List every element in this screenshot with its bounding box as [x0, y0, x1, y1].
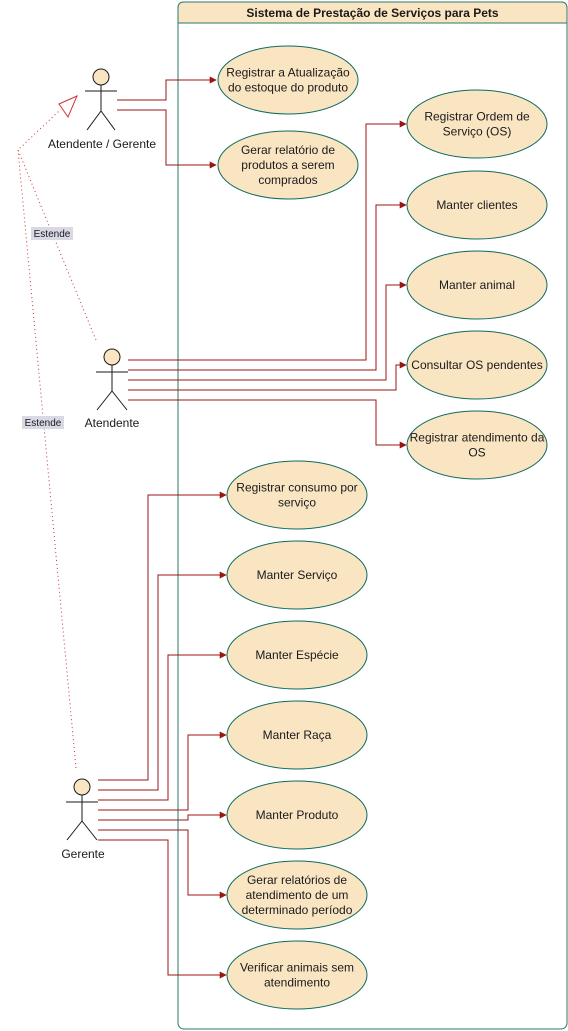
- use-case-consultar-os[interactable]: Consultar OS pendentes: [406, 330, 548, 400]
- use-case-ellipse: [226, 700, 368, 770]
- use-case-label: comprados: [258, 173, 317, 187]
- use-case-ellipse: [406, 330, 548, 400]
- use-case-label: atendimento: [264, 976, 330, 990]
- actor-head-icon: [73, 778, 91, 796]
- connectors: [98, 76, 407, 979]
- assoc-manter-animal: [128, 281, 407, 381]
- use-case-label: produtos a serem: [241, 158, 334, 172]
- use-case-label: Manter Produto: [256, 808, 339, 822]
- use-case-label: OS: [468, 446, 485, 460]
- generalization-triangle-icon: [58, 95, 78, 119]
- use-case-manter-especie[interactable]: Manter Espécie: [226, 620, 368, 690]
- use-case-label: Consultar OS pendentes: [411, 358, 542, 372]
- use-case-ellipse: [217, 130, 359, 200]
- use-case-label: do estoque do produto: [228, 81, 348, 95]
- actor-gerente[interactable]: [66, 778, 98, 841]
- use-case-label: Manter Espécie: [255, 648, 339, 662]
- actor-label-gerente: Gerente: [61, 847, 105, 861]
- use-case-label: serviço: [278, 496, 316, 510]
- assoc-registrar-estoque: [117, 76, 217, 101]
- use-case-manter-clientes[interactable]: Manter clientes: [406, 170, 548, 240]
- use-case-label: Registrar Ordem de: [424, 110, 530, 124]
- use-case-ellipse: [406, 89, 548, 159]
- assoc-registrar-consumo: [98, 491, 227, 781]
- actor-head-icon: [92, 68, 110, 86]
- assoc-gerar-relatorio-produtos: [117, 109, 217, 169]
- extend-line-gerente: [17, 149, 77, 769]
- assoc-manter-raca: [98, 731, 227, 811]
- extend-relations: Estende Estende: [17, 95, 97, 769]
- actor-label-atendente: Atendente: [85, 416, 140, 430]
- assoc-manter-produto: [98, 811, 227, 821]
- extend-label-bg-1: [31, 227, 73, 240]
- use-case-label: Registrar atendimento da: [410, 431, 545, 445]
- extend-label-2: Estende: [25, 418, 62, 429]
- use-case-label: Verificar animais sem: [240, 961, 354, 975]
- use-case-label: Serviço (OS): [443, 125, 512, 139]
- assoc-manter-especie: [98, 651, 227, 801]
- use-case-label: Manter clientes: [436, 198, 517, 212]
- use-case-ellipse: [226, 780, 368, 850]
- assoc-consultar-os: [128, 361, 407, 391]
- use-case-label: Manter Raça: [263, 728, 332, 742]
- use-case-label: Manter Serviço: [257, 568, 338, 582]
- actor-atendente[interactable]: [96, 348, 128, 411]
- use-case-label: Registrar consumo por: [236, 481, 357, 495]
- assoc-manter-clientes: [128, 201, 407, 371]
- actor-label-atendente-gerente: Atendente / Gerente: [48, 137, 156, 151]
- assoc-registrar-os: [128, 120, 407, 361]
- actor-head-icon: [103, 348, 121, 366]
- assoc-manter-servico: [98, 571, 227, 791]
- use-case-label: Gerar relatório de: [241, 143, 335, 157]
- use-case-label: Gerar relatórios de: [247, 873, 347, 887]
- use-case-ellipse: [406, 170, 548, 240]
- use-case-ellipse: [226, 460, 368, 530]
- actor-atendente-gerente[interactable]: [85, 68, 117, 131]
- assoc-registrar-atendimento-os: [128, 399, 407, 449]
- use-case-ellipse: [226, 860, 368, 930]
- extend-label-1: Estende: [34, 229, 71, 240]
- use-case-ellipse: [406, 250, 548, 320]
- system-title: Sistema de Prestação de Serviços para Pe…: [246, 6, 498, 20]
- extend-line-atendente: [17, 109, 97, 341]
- extend-label-bg-2: [22, 416, 64, 429]
- use-case-ellipse: [226, 940, 368, 1010]
- use-case-ellipse: [226, 540, 368, 610]
- use-case-ellipse: [406, 410, 548, 480]
- use-case-ellipse: [217, 45, 359, 115]
- use-case-manter-produto[interactable]: Manter Produto: [226, 780, 368, 850]
- use-case-manter-animal[interactable]: Manter animal: [406, 250, 548, 320]
- use-case-label: determinado período: [242, 903, 353, 917]
- use-case-ellipse: [226, 620, 368, 690]
- use-case-label: atendimento de um: [246, 888, 349, 902]
- use-case-manter-raca[interactable]: Manter Raça: [226, 700, 368, 770]
- assoc-gerar-relatorios-atendimento: [98, 829, 227, 899]
- use-case-label: Registrar a Atualização: [226, 66, 350, 80]
- use-case-manter-servico[interactable]: Manter Serviço: [226, 540, 368, 610]
- assoc-verificar-animais: [98, 839, 227, 979]
- use-case-label: Manter animal: [439, 278, 515, 292]
